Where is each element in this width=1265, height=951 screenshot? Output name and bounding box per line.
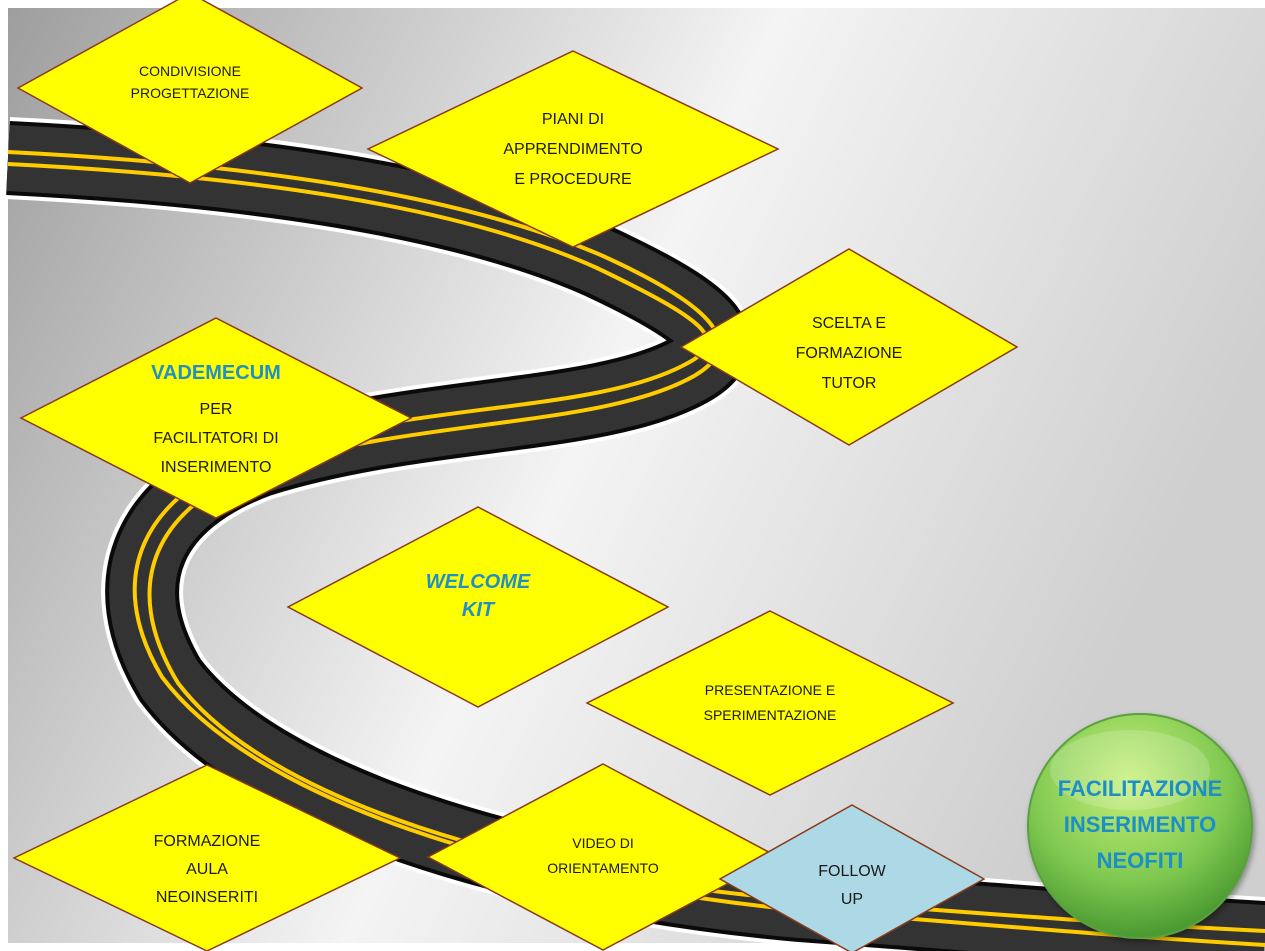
step-formazione-diamond: [12, 764, 402, 951]
step-vademecum-line: FACILITATORI DI: [153, 430, 278, 447]
step-presentazione-diamond: [585, 610, 955, 796]
step-scelta-line: FORMAZIONE: [796, 345, 903, 362]
step-video-line: ORIENTAMENTO: [547, 860, 659, 876]
step-piani-line: PIANI DI: [542, 111, 604, 128]
step-video-line: VIDEO DI: [572, 835, 633, 851]
step-presentazione: PRESENTAZIONE E SPERIMENTAZIONE: [585, 610, 955, 796]
step-scelta: SCELTA E FORMAZIONE TUTOR: [679, 248, 1019, 446]
step-piani: PIANI DI APPRENDIMENTO E PROCEDURE: [366, 50, 780, 248]
goal-line-1: FACILITAZIONE: [1058, 776, 1223, 801]
step-condivisione-line: PROGETTAZIONE: [131, 85, 250, 101]
step-vademecum: VADEMECUM PER FACILITATORI DI INSERIMENTO: [19, 317, 413, 519]
step-condivisione: CONDIVISIONE PROGETTAZIONE: [16, 0, 364, 184]
step-vademecum-diamond: [19, 317, 413, 519]
step-scelta-diamond: [679, 248, 1019, 446]
step-welcome-title-line: WELCOME: [426, 571, 531, 593]
step-vademecum-line: PER: [200, 401, 233, 418]
step-presentazione-line: SPERIMENTAZIONE: [704, 707, 837, 723]
step-formazione: FORMAZIONE AULA NEOINSERITI: [12, 764, 402, 951]
step-piani-line: APPRENDIMENTO: [503, 141, 642, 158]
step-formazione-line: NEOINSERITI: [156, 889, 258, 906]
step-followup-line: UP: [841, 891, 863, 908]
goal-line-2: INSERIMENTO: [1064, 812, 1216, 837]
step-scelta-line: SCELTA E: [812, 315, 886, 332]
goal-line-3: NEOFITI: [1097, 848, 1184, 873]
step-followup-line: FOLLOW: [818, 863, 886, 880]
step-piani-line: E PROCEDURE: [514, 171, 631, 188]
step-welcome-diamond: [286, 506, 670, 708]
step-formazione-line: AULA: [186, 861, 228, 878]
step-presentazione-line: PRESENTAZIONE E: [705, 682, 835, 698]
step-condivisione-line: CONDIVISIONE: [139, 63, 241, 79]
step-vademecum-line: INSERIMENTO: [161, 459, 272, 476]
goal-circle: FACILITAZIONE INSERIMENTO NEOFITI: [1027, 713, 1253, 939]
step-condivisione-diamond: [16, 0, 364, 184]
step-followup: FOLLOW UP: [718, 804, 986, 951]
step-welcome-title-line: KIT: [462, 599, 496, 621]
step-followup-diamond: [718, 804, 986, 951]
step-video-diamond: [426, 763, 780, 951]
step-welcome: WELCOME KIT: [286, 506, 670, 708]
step-piani-diamond: [366, 50, 780, 248]
step-formazione-line: FORMAZIONE: [154, 833, 261, 850]
step-vademecum-title: VADEMECUM: [151, 362, 281, 384]
step-scelta-line: TUTOR: [822, 375, 877, 392]
step-video: VIDEO DI ORIENTAMENTO: [426, 763, 780, 951]
